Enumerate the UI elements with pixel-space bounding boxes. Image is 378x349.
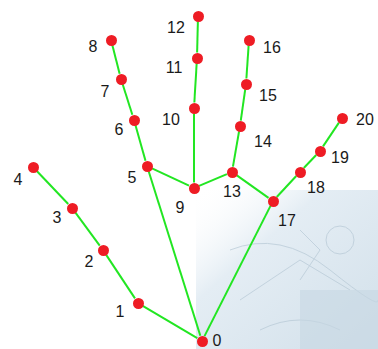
landmark-dot [129, 115, 140, 126]
landmark-number: 19 [331, 149, 349, 167]
landmark-number: 0 [213, 332, 222, 349]
landmark-dot [295, 167, 306, 178]
landmark-dot [106, 35, 117, 46]
landmark-dot [189, 103, 200, 114]
landmark-number: 20 [356, 111, 374, 129]
bone-line [193, 114, 195, 183]
landmark-dot [227, 167, 238, 178]
landmark-number: 2 [85, 253, 94, 271]
landmark-number: 15 [259, 87, 277, 105]
landmark-number: 13 [223, 183, 241, 201]
landmark-dot [241, 79, 252, 90]
landmark-dot [192, 53, 203, 64]
landmark-number: 17 [278, 212, 296, 230]
bone-line [236, 175, 268, 198]
landmark-number: 5 [128, 169, 137, 187]
landmark-number: 18 [307, 179, 325, 197]
landmark-number: 10 [162, 111, 180, 129]
landmark-number: 12 [167, 19, 185, 37]
landmark-number: 14 [254, 133, 272, 151]
landmark-number: 16 [263, 39, 281, 57]
bone-line [323, 123, 339, 147]
bone-line [152, 168, 189, 185]
landmark-dot [189, 183, 200, 194]
landmark-dot [268, 196, 279, 207]
landmark-dot [142, 161, 153, 172]
photo-block [300, 290, 378, 349]
landmark-dot [133, 298, 144, 309]
landmark-number: 8 [89, 38, 98, 56]
landmark-dot [244, 35, 255, 46]
landmark-dot [235, 121, 246, 132]
landmark-dot [28, 162, 39, 173]
bone-line [149, 171, 201, 336]
bone-line [241, 89, 245, 120]
bone-line [233, 131, 239, 166]
bone-line [123, 84, 133, 115]
landmark-dot [337, 113, 348, 124]
bone-line [143, 306, 198, 338]
landmark-dot [315, 146, 326, 157]
landmark-dot [98, 245, 109, 256]
bone-line [37, 171, 68, 204]
landmark-dot [193, 11, 204, 22]
landmark-number: 1 [116, 303, 125, 321]
bone-line [277, 176, 297, 197]
bone-line [204, 206, 270, 336]
landmark-dot [197, 336, 208, 347]
landmark-number: 7 [101, 83, 110, 101]
bone-line [135, 125, 145, 160]
landmark-dot [116, 74, 127, 85]
landmark-number: 9 [176, 199, 185, 217]
landmark-number: 3 [53, 209, 62, 227]
bone-line [246, 45, 248, 78]
landmark-number: 11 [166, 59, 183, 77]
bone-line [112, 45, 119, 73]
bone-line [304, 155, 316, 168]
bone-line [194, 63, 196, 102]
bone-line [199, 174, 227, 186]
bone-line [75, 212, 99, 245]
landmark-number: 4 [14, 171, 23, 189]
landmark-number: 6 [115, 121, 124, 139]
bone-line [196, 21, 199, 52]
bone-line [106, 255, 135, 299]
landmark-dot [67, 203, 78, 214]
photo-ground [196, 190, 378, 349]
